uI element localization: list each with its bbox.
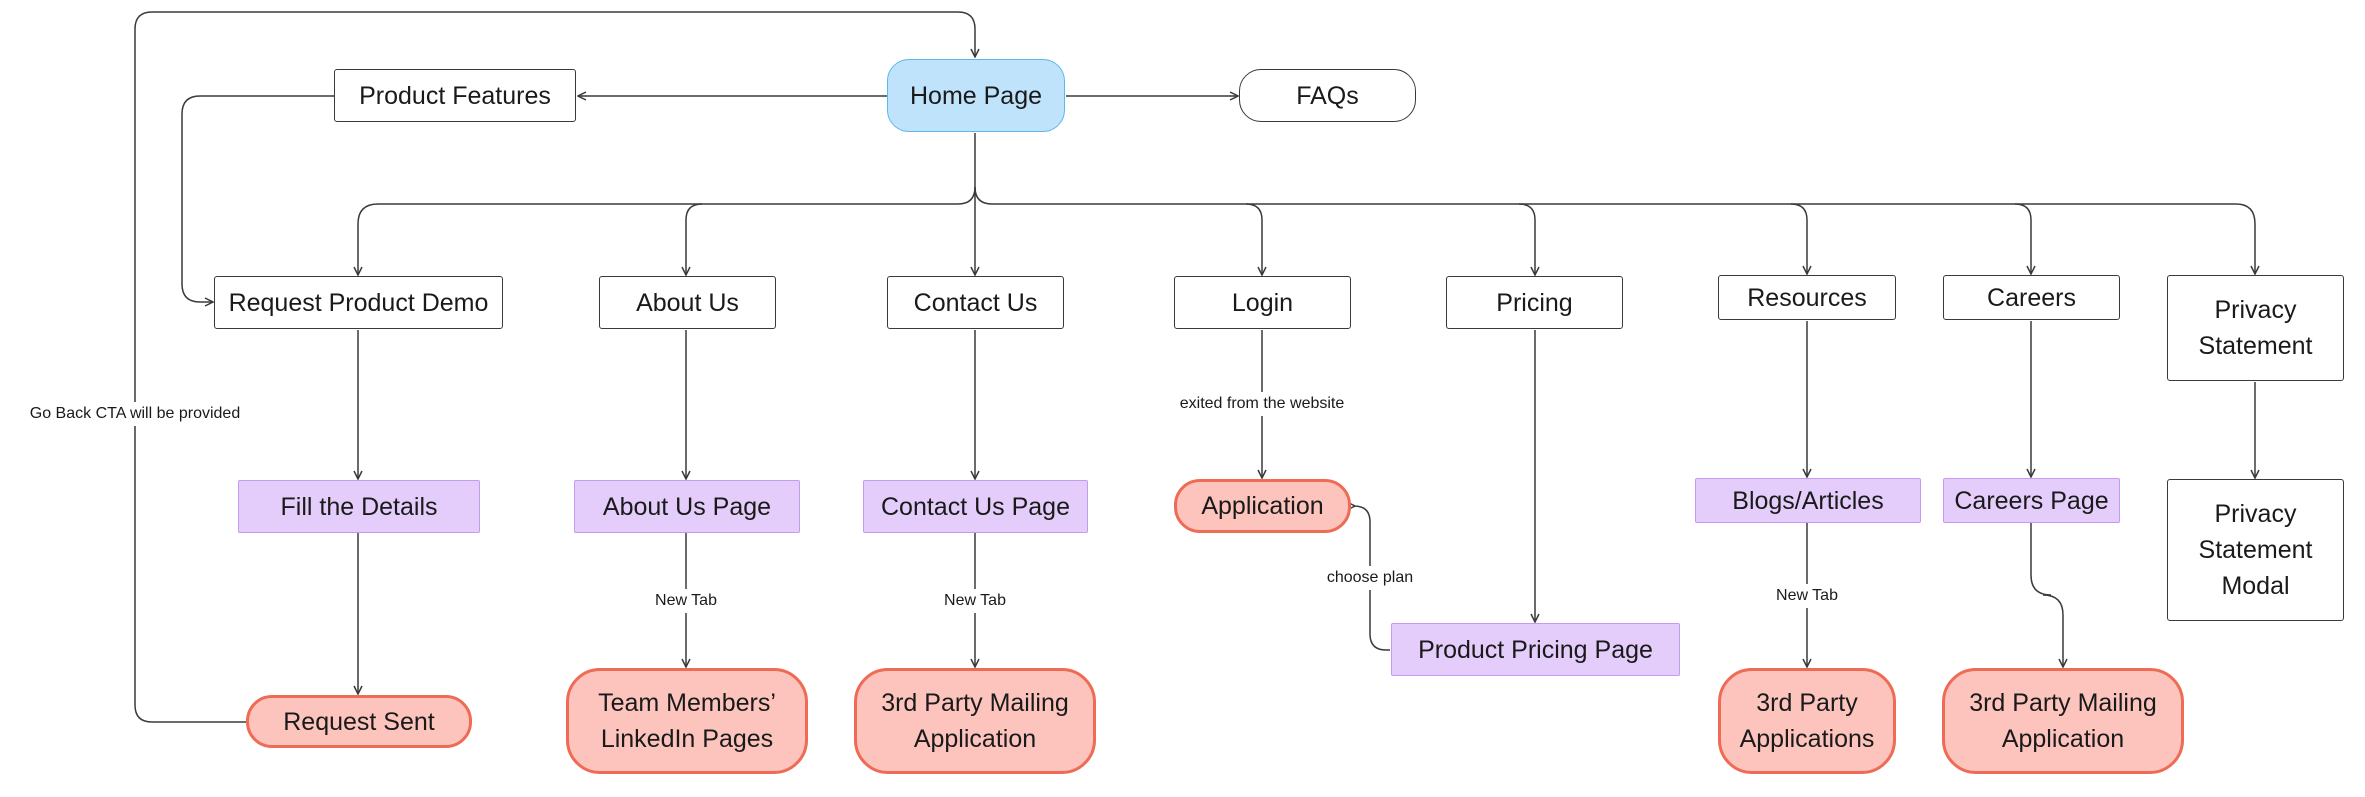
- blogs-articles-node: Blogs/Articles: [1695, 478, 1921, 523]
- privacy-statement-node: Privacy Statement: [2167, 275, 2344, 381]
- about-us-node: About Us: [599, 276, 776, 329]
- edge-label-new-tab-about: New Tab: [651, 589, 721, 613]
- edge-home-about: [686, 203, 703, 275]
- edge-label-go-back: Go Back CTA will be provided: [25, 402, 245, 426]
- pricing-node: Pricing: [1446, 276, 1623, 329]
- application-node: Application: [1174, 479, 1351, 533]
- careers-page-node: Careers Page: [1943, 478, 2120, 523]
- contact-us-page-node: Contact Us Page: [863, 480, 1088, 533]
- login-node: Login: [1174, 276, 1351, 329]
- edge-home-login: [1245, 203, 1262, 275]
- edge-label-new-tab-contact: New Tab: [940, 589, 1010, 613]
- home-page-node: Home Page: [887, 59, 1065, 132]
- contact-us-node: Contact Us: [887, 276, 1064, 329]
- about-us-page-node: About Us Page: [574, 480, 800, 533]
- fill-the-details-node: Fill the Details: [238, 480, 480, 533]
- edge-label-choose-plan: choose plan: [1322, 566, 1418, 590]
- team-linkedin-pages-node: Team Members’ LinkedIn Pages: [566, 668, 808, 774]
- careers-node: Careers: [1943, 275, 2120, 320]
- edge-careerspage-mailing: [2030, 523, 2063, 667]
- resources-node: Resources: [1718, 275, 1896, 320]
- request-sent-node: Request Sent: [246, 695, 472, 748]
- edge-home-pricing: [1518, 203, 1535, 275]
- edge-home-trunk: [358, 133, 976, 275]
- request-product-demo-node: Request Product Demo: [214, 276, 503, 329]
- mailing-application-careers-node: 3rd Party Mailing Application: [1942, 668, 2184, 774]
- edge-label-new-tab-resources: New Tab: [1772, 584, 1842, 608]
- edge-label-exited: exited from the website: [1175, 392, 1349, 416]
- product-pricing-page-node: Product Pricing Page: [1391, 623, 1680, 676]
- mailing-application-contact-node: 3rd Party Mailing Application: [854, 668, 1096, 774]
- edge-features-demo: [181, 95, 334, 302]
- edge-home-right-bus: [974, 186, 2255, 274]
- edge-request-sent-home: [134, 11, 975, 723]
- edge-home-careers: [2014, 203, 2031, 274]
- privacy-statement-modal-node: Privacy Statement Modal: [2167, 479, 2344, 621]
- edge-home-resources: [1790, 203, 1807, 274]
- third-party-applications-node: 3rd Party Applications: [1718, 668, 1896, 774]
- faqs-node: FAQs: [1239, 69, 1416, 122]
- product-features-node: Product Features: [334, 69, 576, 122]
